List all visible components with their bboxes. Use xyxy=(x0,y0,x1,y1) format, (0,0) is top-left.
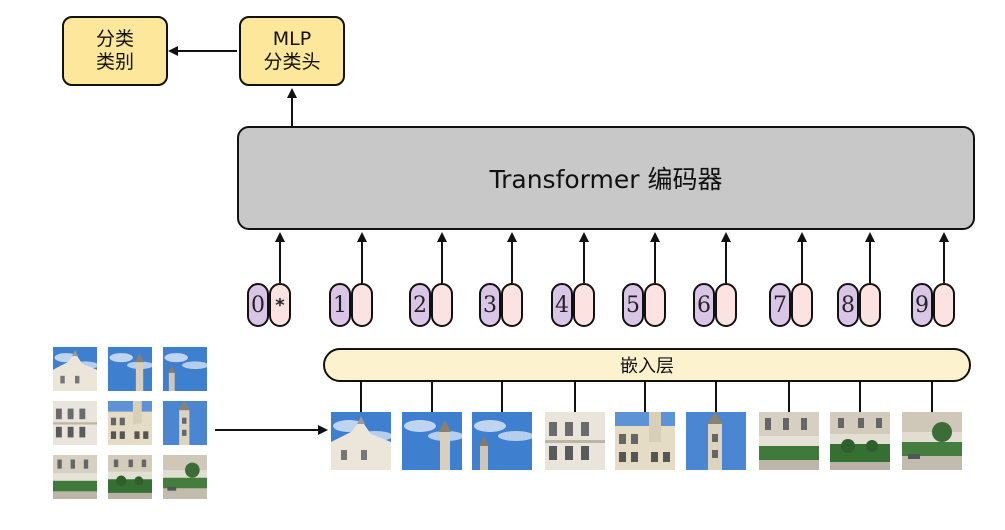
patch-7-street xyxy=(759,412,819,470)
embedding-layer-box: 嵌入层 xyxy=(323,348,971,382)
patch-6-tower-blue xyxy=(686,412,746,470)
class-output-line2: 类别 xyxy=(95,51,134,73)
position-token-5: 5 xyxy=(622,283,644,327)
patch-5-facade-tower xyxy=(615,412,675,470)
position-token-0: 0 xyxy=(247,283,269,327)
embedding-layer-label: 嵌入层 xyxy=(620,356,674,377)
position-token-8: 8 xyxy=(837,283,859,327)
patch-embedding-2 xyxy=(431,283,453,327)
grid-patch-8 xyxy=(108,455,152,499)
patch-embedding-8 xyxy=(859,283,881,327)
transformer-encoder-box: Transformer 编码器 xyxy=(237,126,975,230)
patch-1-building-sky xyxy=(331,412,391,470)
grid-patch-9 xyxy=(163,455,207,499)
patch-embedding-1 xyxy=(351,283,373,327)
position-token-2: 2 xyxy=(409,283,431,327)
patch-8-garden xyxy=(830,412,890,470)
patch-2-sky-tower xyxy=(402,412,462,470)
class-token-embedding: * xyxy=(269,283,291,327)
transformer-encoder-label: Transformer 编码器 xyxy=(489,165,723,194)
patch-4-facade xyxy=(545,412,605,470)
grid-patch-4 xyxy=(53,401,97,445)
mlp-head-line1: MLP xyxy=(272,28,312,51)
position-token-3: 3 xyxy=(479,283,501,327)
patch-9-street-car xyxy=(902,412,962,470)
class-output-box: 分类 类别 xyxy=(62,16,168,86)
mlp-head-box: MLP 分类头 xyxy=(239,16,345,86)
patch-embedding-3 xyxy=(501,283,523,327)
patch-embedding-5 xyxy=(644,283,666,327)
grid-patch-7 xyxy=(53,455,97,499)
position-token-6: 6 xyxy=(693,283,715,327)
grid-patch-5 xyxy=(108,401,152,445)
position-token-4: 4 xyxy=(551,283,573,327)
patch-embedding-4 xyxy=(573,283,595,327)
patch-embedding-7 xyxy=(791,283,813,327)
patch-3-sky-tower-small xyxy=(472,412,532,470)
position-token-1: 1 xyxy=(329,283,351,327)
grid-patch-2 xyxy=(108,347,152,391)
position-token-9: 9 xyxy=(911,283,933,327)
mlp-head-line2: 分类头 xyxy=(263,51,321,73)
grid-patch-3 xyxy=(163,347,207,391)
patch-embedding-6 xyxy=(715,283,737,327)
grid-patch-6 xyxy=(163,401,207,445)
patch-embedding-9 xyxy=(933,283,955,327)
class-output-line1: 分类 xyxy=(95,28,134,51)
position-token-7: 7 xyxy=(769,283,791,327)
grid-patch-1 xyxy=(53,347,97,391)
